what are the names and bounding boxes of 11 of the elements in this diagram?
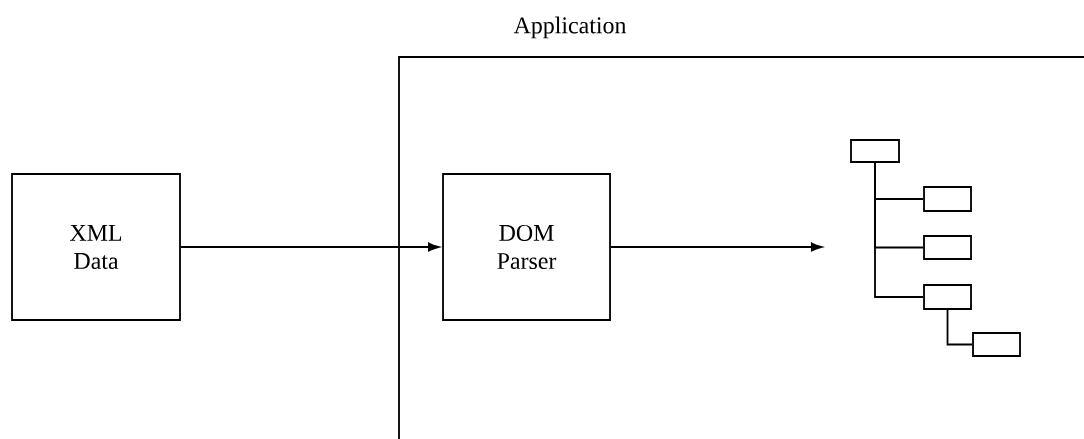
arrow <box>180 242 439 252</box>
tree-line <box>874 162 925 298</box>
tree-node-box <box>850 139 900 163</box>
process-box: DOM Parser <box>442 173 611 321</box>
tree-node-box <box>923 284 972 310</box>
tree-line <box>946 309 973 346</box>
process-box: XML Data <box>11 173 181 321</box>
tree-node-box <box>923 186 972 212</box>
arrow <box>610 242 822 252</box>
tree-node-box <box>923 235 972 260</box>
tree-node-box <box>972 332 1021 357</box>
